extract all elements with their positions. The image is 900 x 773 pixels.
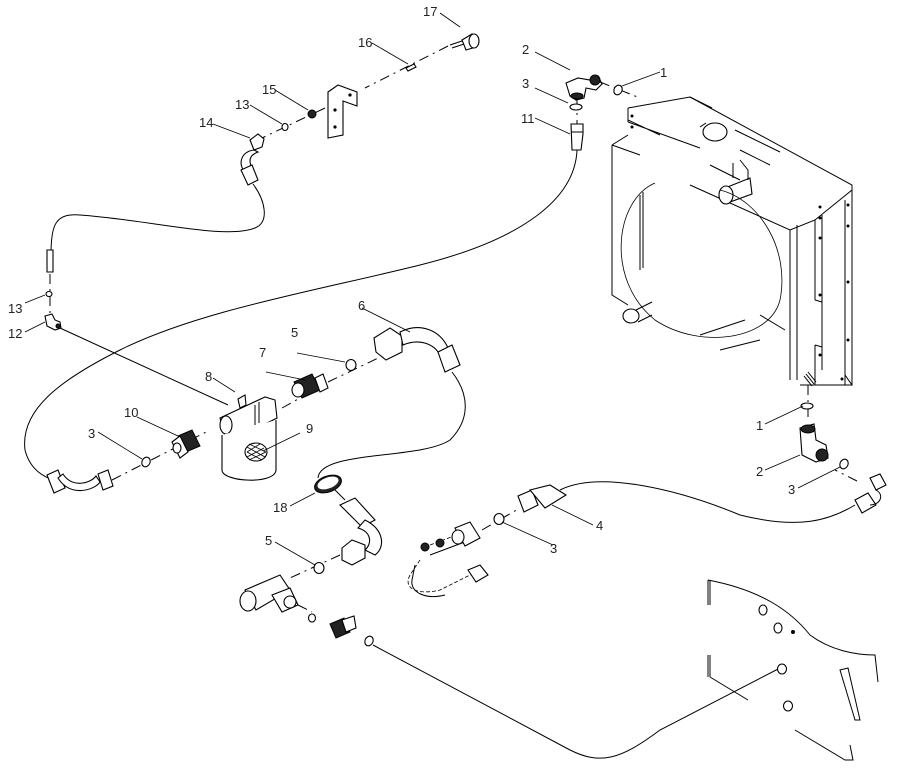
callout-14: 14 [199, 115, 213, 130]
callout-15: 15 [262, 82, 276, 97]
callout-2-lower: 2 [756, 464, 763, 479]
pipe-assembly [407, 385, 887, 597]
callout-3-left: 3 [88, 426, 95, 441]
callout-17: 17 [423, 4, 437, 19]
callout-13-upper: 13 [235, 97, 249, 112]
callout-leaders [24, 12, 841, 566]
callout-1-lower: 1 [756, 418, 763, 433]
callout-2-top: 2 [522, 42, 529, 57]
callout-3-middle: 3 [550, 541, 557, 556]
callout-3-right: 3 [788, 482, 795, 497]
callout-13-lower: 13 [8, 301, 22, 316]
callout-16: 16 [358, 35, 372, 50]
callout-10: 10 [124, 405, 138, 420]
callout-5-lower: 5 [265, 533, 272, 548]
bracket-assembly [261, 33, 480, 139]
callout-7: 7 [259, 345, 266, 360]
hose-11 [24, 74, 641, 494]
callout-labels: 17 16 15 13 14 13 12 2 3 1 11 6 5 7 8 10… [8, 4, 795, 556]
hose-14 [44, 133, 265, 406]
callout-12: 12 [8, 326, 22, 341]
callout-11: 11 [521, 111, 535, 126]
engine-panel [707, 579, 879, 761]
filter-assembly [141, 327, 781, 759]
callout-6: 6 [358, 298, 365, 313]
callout-1-top: 1 [660, 65, 667, 80]
callout-5-upper: 5 [291, 325, 298, 340]
radiator [611, 96, 853, 387]
callout-4: 4 [596, 518, 603, 533]
callout-8: 8 [205, 369, 212, 384]
callout-3-top: 3 [522, 76, 529, 91]
callout-18: 18 [273, 500, 287, 515]
callout-9: 9 [306, 421, 313, 436]
